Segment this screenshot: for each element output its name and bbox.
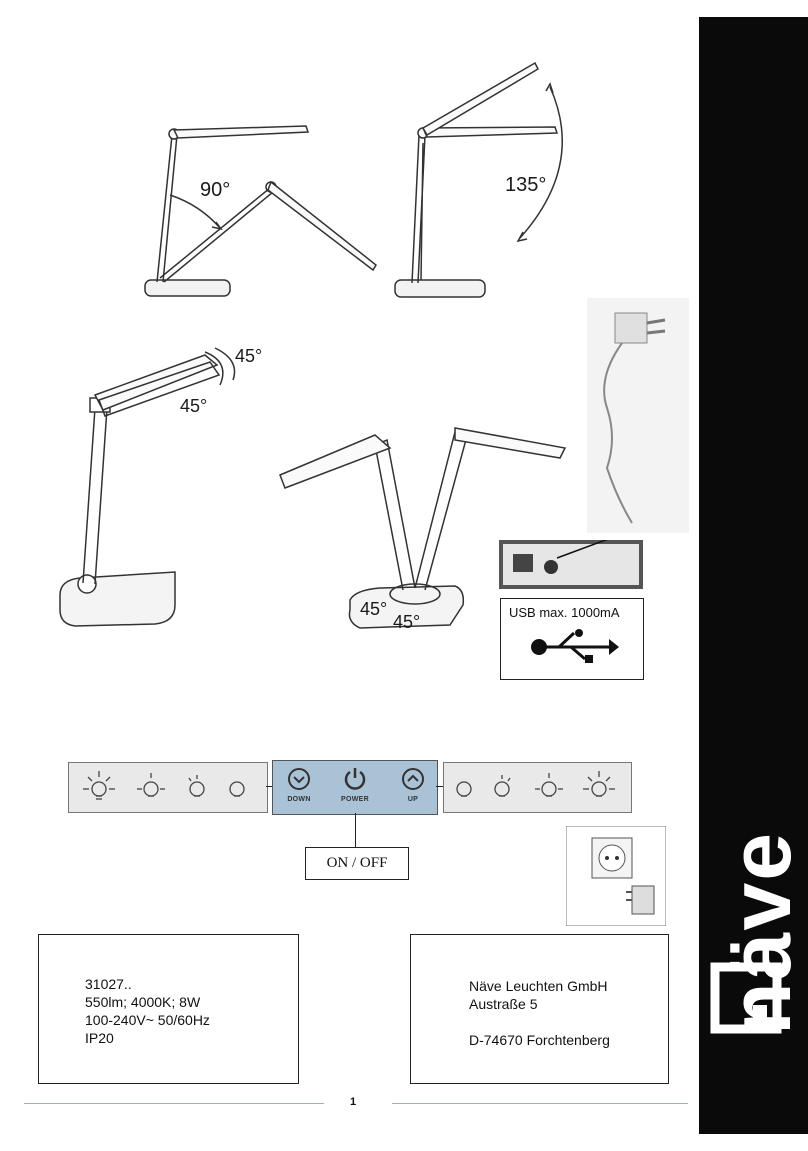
connector-left [266,786,272,787]
angle-head-up-label: 45° [235,346,262,366]
on-off-label: ON / OFF [305,847,409,880]
angle-tilt-label: 135° [505,174,546,196]
usb-icon [531,629,619,663]
power-adapter-image [587,298,689,533]
naeve-logo-graphic: näve [710,831,802,1035]
lamp-fold-diagram: 90° [144,125,377,297]
page-number: 1 [350,1096,357,1108]
down-label: DOWN [287,796,311,803]
angle-base-right-label: 45° [393,612,420,632]
usb-port-image [499,540,643,589]
angle-head-down-label: 45° [180,396,207,416]
product-specs: 550lm; 4000K; 8W [85,994,201,1010]
usb-label: USB max. 1000mA [509,605,620,620]
brightness-increase-panel [443,762,632,813]
touch-control-panel: DOWN POWER UP [272,760,438,815]
product-info-box: 31027.. 550lm; 4000K; 8W 100-240V~ 50/60… [38,934,299,1084]
product-info-text: 31027.. 550lm; 4000K; 8W 100-240V~ 50/60… [85,975,210,1047]
up-button[interactable]: UP [395,767,431,811]
manufacturer-name: Näve Leuchten GmbH [469,978,608,994]
down-button[interactable]: DOWN [281,767,317,811]
product-voltage: 100-240V~ 50/60Hz [85,1012,210,1028]
brand-sidebar: näve [699,17,808,1134]
brightness-decrease-panel [68,762,268,813]
up-label: UP [407,796,419,803]
lamp-tilt-diagram: 135° [394,61,563,298]
angle-fold-label: 90° [200,179,230,201]
angle-base-left-label: 45° [360,599,387,619]
brand-logo: näve [705,717,802,1037]
wall-socket-image [566,826,666,926]
lamp-base-rotate-diagram: 45° 45° [279,427,567,632]
connector-right [436,786,443,787]
chevron-up-icon [402,768,424,790]
power-button[interactable]: POWER [335,765,375,811]
manufacturer-text: Näve Leuchten GmbH Austraße 5 D-74670 Fo… [469,977,610,1049]
power-icon [344,768,366,790]
manufacturer-city: D-74670 Forchtenberg [469,1032,610,1048]
manufacturer-box: Näve Leuchten GmbH Austraße 5 D-74670 Fo… [410,934,669,1084]
usb-info-box: USB max. 1000mA [500,598,644,680]
product-number: 31027.. [85,976,132,992]
bulb-icons-decreasing [83,771,245,800]
power-label: POWER [341,796,369,803]
manufacturer-street: Austraße 5 [469,996,538,1012]
lamp-head-rotate-diagram: 45° 45° [59,346,262,627]
brand-wordmark: näve [713,831,802,1035]
footer-line-left [24,1103,324,1104]
footer-line-right [392,1103,688,1104]
chevron-down-icon [288,768,310,790]
bulb-icons-increasing [456,771,615,797]
product-ip-rating: IP20 [85,1030,114,1046]
manufacturer-spacer [469,1013,610,1031]
connector-line [355,813,356,847]
